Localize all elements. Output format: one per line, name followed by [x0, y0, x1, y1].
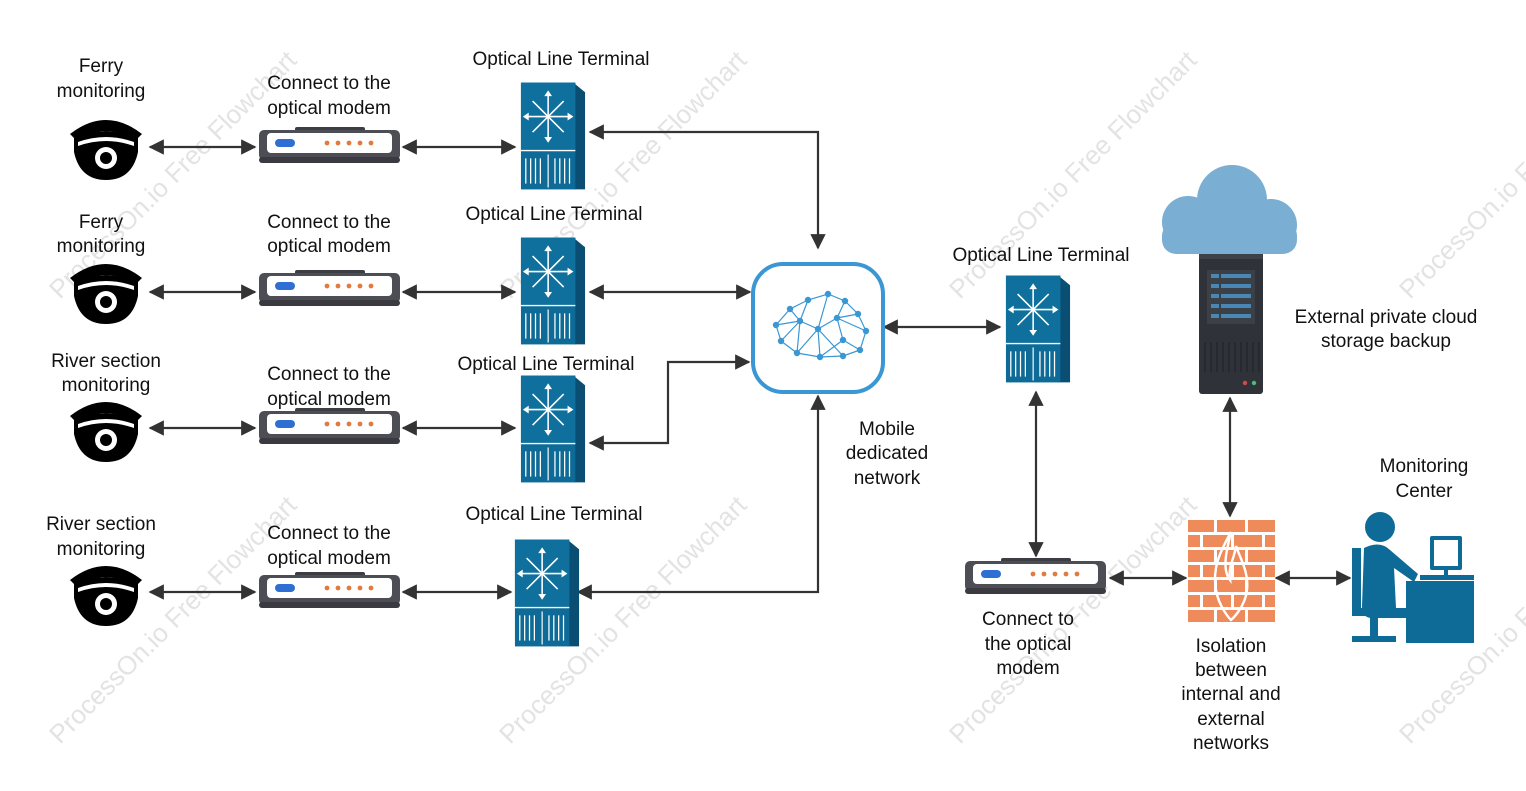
optical-line-terminal-icon — [1005, 274, 1071, 384]
modem-3: Connect to the optical modem — [259, 364, 400, 444]
optical-modem-icon — [259, 408, 400, 444]
camera-label: River section — [46, 514, 156, 535]
right-modem: Connect to the optical modem — [965, 558, 1106, 679]
cloud-label: storage backup — [1321, 331, 1451, 352]
monitoring-label: Monitoring — [1380, 456, 1469, 477]
modem-label: Connect to the — [267, 73, 391, 94]
firewall-label: networks — [1193, 733, 1269, 754]
firewall-label: between — [1195, 660, 1267, 681]
camera-4: River section monitoring — [46, 514, 156, 626]
modem-label: optical modem — [267, 98, 391, 119]
watermark: ProcessOn.io Free Flowchart — [1393, 44, 1526, 304]
olt-3: Optical Line Terminal — [457, 354, 635, 484]
olt-2: Optical Line Terminal — [465, 204, 643, 346]
olt-1: Optical Line Terminal — [472, 49, 650, 191]
dome-camera-icon — [70, 120, 142, 180]
optical-line-terminal-icon — [514, 538, 580, 648]
camera-label: monitoring — [57, 236, 146, 257]
connector — [588, 124, 826, 250]
camera-label: monitoring — [57, 539, 146, 560]
firewall-icon — [1188, 520, 1275, 630]
dome-camera-icon — [70, 566, 142, 626]
camera-column: Ferry monitoring Ferry monitoring River … — [46, 56, 161, 626]
cloud-label: External private cloud — [1295, 307, 1478, 328]
firewall-label: external — [1197, 709, 1265, 730]
camera-3: River section monitoring — [51, 351, 161, 462]
firewall: Isolation between internal and external … — [1181, 520, 1281, 754]
camera-label: River section — [51, 351, 161, 372]
optical-line-terminal-icon — [520, 81, 586, 191]
olt-label: Optical Line Terminal — [457, 354, 634, 375]
connectors — [148, 124, 1352, 600]
olt-label: Optical Line Terminal — [472, 49, 649, 70]
olt-label: Optical Line Terminal — [952, 245, 1129, 266]
optical-modem-icon — [259, 127, 400, 163]
server-icon — [1199, 254, 1263, 394]
modem-2: Connect to the optical modem — [259, 212, 400, 306]
mobile-network: Mobile dedicated network — [751, 262, 928, 489]
olt-label: Optical Line Terminal — [465, 504, 642, 525]
camera-2: Ferry monitoring — [57, 212, 146, 324]
optical-modem-icon — [259, 270, 400, 306]
camera-label: Ferry — [79, 212, 124, 233]
camera-label: monitoring — [62, 375, 151, 396]
modem-label: Connect to the — [267, 212, 391, 233]
firewall-label: Isolation — [1196, 636, 1267, 657]
network-mesh-icon — [772, 290, 870, 361]
modem-label: optical modem — [267, 389, 391, 410]
firewall-label: internal and — [1181, 684, 1280, 705]
camera-1: Ferry monitoring — [57, 56, 146, 180]
olt-column: Optical Line Terminal Optical Line Termi… — [457, 49, 650, 648]
connector — [576, 394, 826, 600]
modem-label: optical modem — [267, 548, 391, 569]
modem-label: the optical — [985, 634, 1072, 655]
operator-workstation-icon — [1352, 512, 1474, 643]
optical-modem-icon — [259, 572, 400, 608]
modem-label: optical modem — [267, 236, 391, 257]
monitoring-center: Monitoring Center — [1352, 456, 1474, 643]
modem-column: Connect to the optical modem Connect to … — [259, 73, 400, 608]
right-olt: Optical Line Terminal — [952, 245, 1130, 384]
network-label: dedicated — [846, 443, 928, 464]
modem-label: modem — [996, 658, 1059, 679]
camera-label: monitoring — [57, 81, 146, 102]
modem-4: Connect to the optical modem — [259, 523, 400, 608]
network-label: Mobile — [859, 419, 915, 440]
monitoring-label: Center — [1395, 481, 1453, 502]
olt-label: Optical Line Terminal — [465, 204, 642, 225]
optical-line-terminal-icon — [520, 374, 586, 484]
modem-label: Connect to — [982, 609, 1074, 630]
cloud-storage: External private cloud storage backup — [1162, 165, 1477, 394]
camera-label: Ferry — [79, 56, 124, 77]
cloud-icon — [1162, 165, 1297, 254]
modem-label: Connect to the — [267, 523, 391, 544]
optical-modem-icon — [965, 558, 1106, 594]
olt-4: Optical Line Terminal — [465, 504, 643, 648]
modem-1: Connect to the optical modem — [259, 73, 400, 163]
dome-camera-icon — [70, 264, 142, 324]
network-label: network — [854, 468, 921, 489]
dome-camera-icon — [70, 402, 142, 462]
modem-label: Connect to the — [267, 364, 391, 385]
optical-line-terminal-icon — [520, 236, 586, 346]
